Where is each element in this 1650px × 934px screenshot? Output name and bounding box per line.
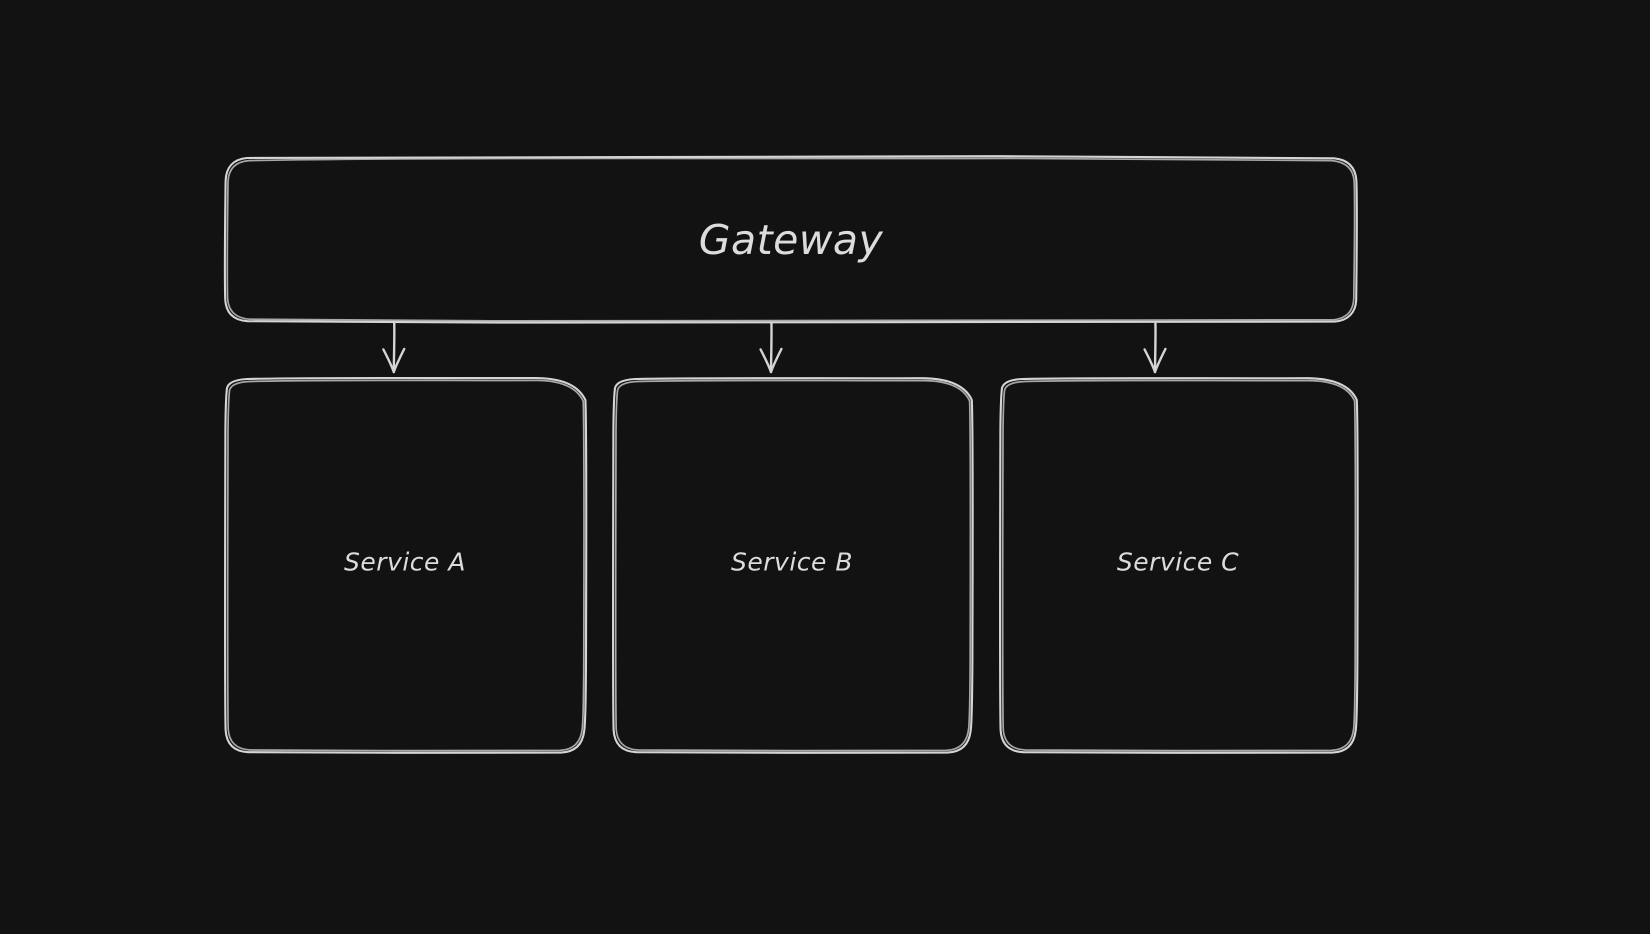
node-service-c-shape[interactable] [998,377,1359,754]
edge-gateway-to-service-b[interactable] [759,321,783,374]
edge-gateway-to-service-a[interactable] [382,321,406,374]
node-service-b-shape[interactable] [611,377,974,754]
node-label-service-c: Service C [1116,547,1240,577]
node-label-gateway: Gateway [698,216,884,264]
node-service-a-shape[interactable] [223,376,588,754]
edge-gateway-to-service-c[interactable] [1143,321,1167,374]
node-label-service-b: Service B [731,547,853,577]
node-gateway-shape[interactable] [223,155,1358,324]
node-label-service-a: Service A [344,547,466,577]
